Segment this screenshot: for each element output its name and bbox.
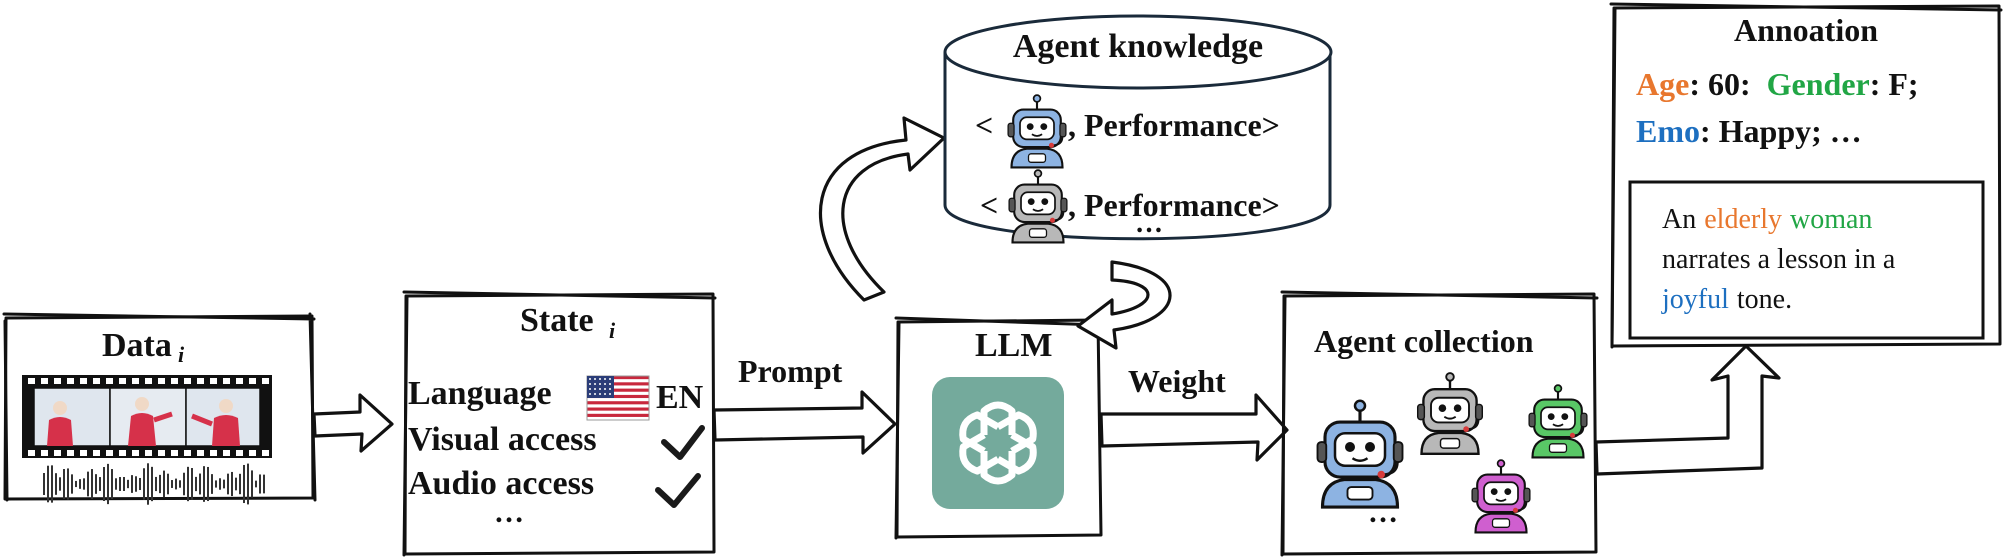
- annotation-fields-line2: Emo: Happy; …: [1636, 113, 1862, 149]
- robot-agent-icon: [1416, 371, 1484, 455]
- caption-line2: narrates a lesson in a: [1662, 244, 1896, 275]
- weight-label: Weight: [1128, 363, 1226, 399]
- language-code: EN: [656, 379, 704, 416]
- arrow-collection-to-annotation: [1594, 344, 1781, 476]
- data-box: Data i: [2, 312, 317, 505]
- collection-more: …: [1368, 496, 1398, 529]
- collection-title: Agent collection: [1314, 323, 1534, 359]
- knowledge-row2-open: <: [980, 187, 998, 223]
- agent-knowledge-db: Agent knowledge < , Performance> < , Per…: [943, 14, 1333, 244]
- audio-waveform-icon: [43, 463, 265, 505]
- state-title: State: [520, 302, 594, 339]
- annotation-title: Annoation: [1734, 12, 1878, 48]
- data-title-subscript: i: [178, 342, 185, 367]
- checkmark-icon: [661, 425, 705, 460]
- state-more: …: [494, 496, 524, 529]
- arrow-data-to-state: [312, 393, 394, 453]
- caption-box: [1628, 180, 1985, 340]
- annotation-fields-line1: Age: 60:Gender: F;: [1636, 66, 1919, 102]
- robot-agent-icon: [1315, 399, 1405, 509]
- language-label: Language: [408, 375, 552, 412]
- us-flag-icon: [586, 375, 650, 421]
- checkmark-icon: [655, 473, 701, 508]
- agent-collection-box: Agent collection …: [1280, 290, 1599, 557]
- arrow-llm-to-collection: [1099, 393, 1289, 462]
- state-box: State i Language EN Visual access Audio …: [402, 290, 717, 557]
- arrow-llm-to-knowledge: [818, 116, 946, 302]
- audio-access-label: Audio access: [408, 465, 594, 502]
- openai-logo-icon: [932, 377, 1064, 509]
- prompt-label: Prompt: [738, 353, 843, 389]
- annotation-box: Annoation Age: 60:Gender: F; Emo: Happy;…: [1609, 2, 2003, 349]
- knowledge-title: Agent knowledge: [1013, 28, 1263, 65]
- state-title-subscript: i: [609, 318, 616, 343]
- robot-agent-icon: [1471, 459, 1531, 534]
- film-strip-icon: [22, 375, 272, 458]
- arrow-state-to-llm: [712, 390, 897, 455]
- knowledge-row1-open: <: [975, 107, 993, 143]
- llm-title: LLM: [975, 327, 1052, 364]
- arrow-knowledge-to-llm: [1076, 260, 1172, 350]
- visual-access-label: Visual access: [408, 421, 597, 458]
- knowledge-row1-text: , Performance>: [1068, 107, 1280, 143]
- robot-agent-icon: [1528, 384, 1588, 459]
- knowledge-more: …: [1135, 208, 1163, 239]
- llm-box: LLM: [894, 316, 1103, 540]
- knowledge-row2-text: , Performance>: [1068, 187, 1280, 223]
- data-title: Data: [102, 327, 172, 364]
